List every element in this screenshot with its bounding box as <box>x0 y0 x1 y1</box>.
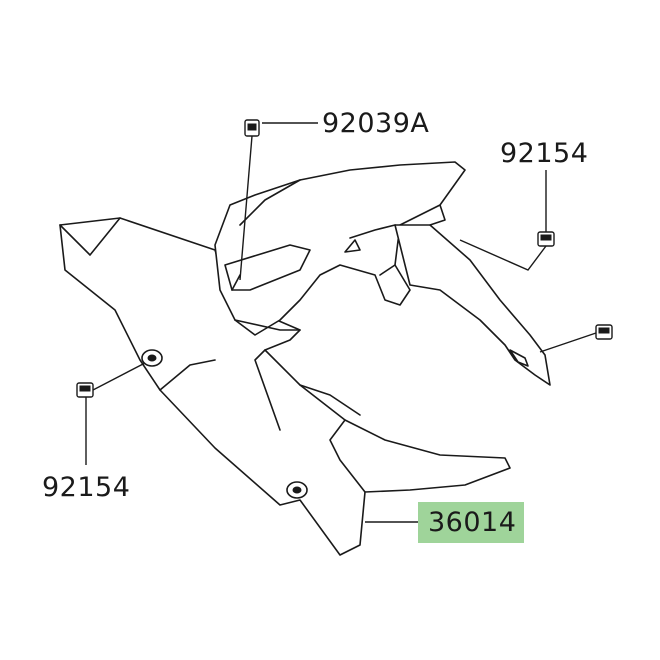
part-number-92154-right: 92154 <box>500 138 589 169</box>
part-number-36014: 36014 <box>418 502 525 543</box>
bolt-rear-small <box>539 324 613 353</box>
bolt-92154-right <box>459 170 555 271</box>
part-number-92154-left: 92154 <box>42 472 131 503</box>
rear-fender-part <box>59 161 551 556</box>
bolt-92039a <box>239 119 318 281</box>
part-number-92039a: 92039A <box>322 108 430 139</box>
bolt-92154-left <box>76 362 146 465</box>
